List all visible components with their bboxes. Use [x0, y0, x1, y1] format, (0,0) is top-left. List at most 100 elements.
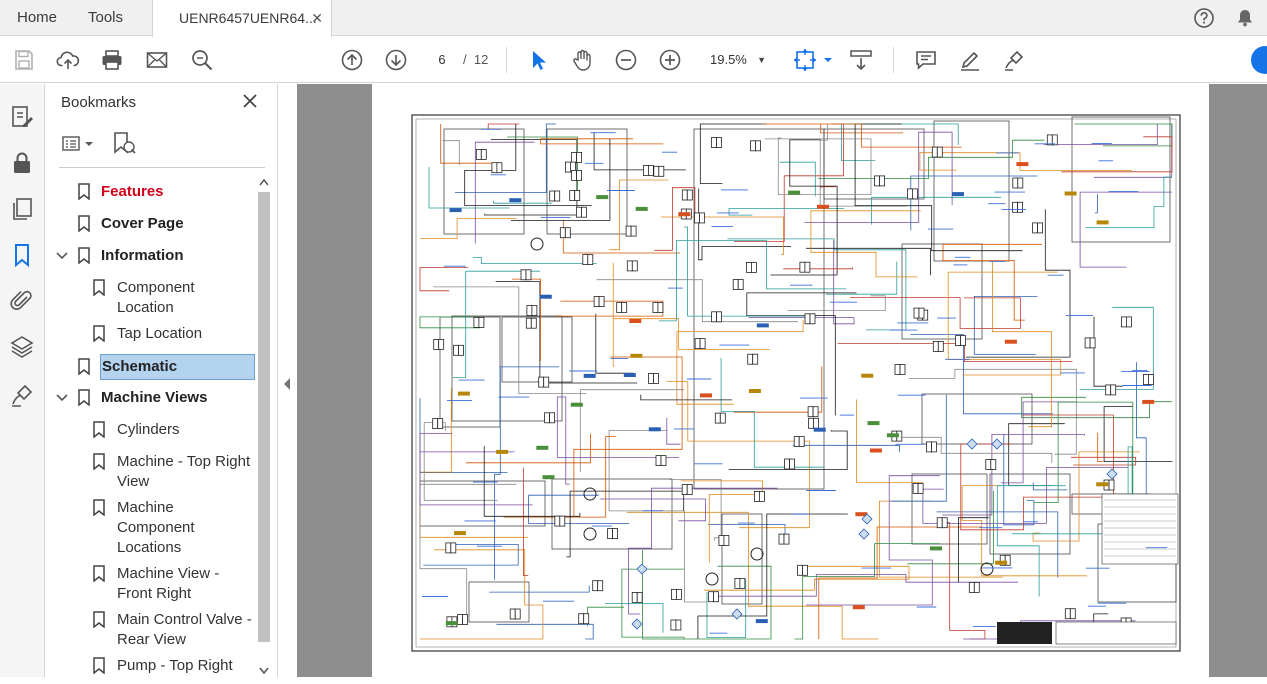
- hydraulic-schematic-image: [411, 114, 1181, 652]
- bookmark-flag-icon: [78, 183, 90, 200]
- zoom-search-icon[interactable]: [190, 48, 214, 72]
- bookmark-flag-icon: [78, 215, 90, 232]
- bookmark-flag-icon: [78, 358, 90, 375]
- left-navigation-rail: [0, 84, 45, 677]
- total-pages: / 12: [463, 47, 488, 73]
- chevron-down-icon[interactable]: [55, 249, 69, 263]
- bookmark-label: Machine View - Front Right: [117, 565, 220, 602]
- attachment-icon[interactable]: [9, 288, 35, 314]
- total-pages-count: 12: [473, 52, 489, 67]
- tab-home[interactable]: Home: [17, 9, 58, 26]
- layers-icon[interactable]: [9, 334, 35, 360]
- bookmark-flag-icon: [93, 453, 105, 470]
- bookmark-flag-icon: [93, 565, 105, 582]
- bookmarks-scrollbar[interactable]: [257, 176, 271, 677]
- bookmark-component-location[interactable]: Component Location: [45, 276, 257, 320]
- add-bookmark-icon[interactable]: [111, 130, 137, 156]
- next-page-icon[interactable]: [384, 48, 408, 72]
- notifications-bell-icon[interactable]: [1234, 7, 1256, 29]
- bookmark-flag-icon: [93, 657, 105, 674]
- bookmark-tap-location[interactable]: Tap Location: [45, 322, 257, 346]
- bookmark-toolbar: [59, 122, 265, 168]
- current-page-input[interactable]: 6: [424, 47, 460, 73]
- bookmark-flag-icon: [78, 389, 90, 406]
- edit-pdf-icon[interactable]: [9, 104, 35, 130]
- bookmark-label: Pump - Top Right: [117, 657, 233, 674]
- tab-document-label: UENR6457UENR64...: [179, 10, 317, 26]
- email-icon[interactable]: [145, 48, 169, 72]
- print-icon[interactable]: [100, 48, 124, 72]
- main-toolbar: 6 / 12 19.5% ▼: [0, 37, 1267, 83]
- zoom-level-select[interactable]: 19.5% ▼: [702, 47, 772, 73]
- scroll-mode-icon[interactable]: [849, 48, 873, 72]
- zoom-value: 19.5%: [710, 52, 747, 67]
- help-icon[interactable]: [1193, 7, 1215, 29]
- bookmark-features[interactable]: Features: [45, 180, 257, 204]
- bookmark-label: Machine Views: [101, 389, 208, 406]
- bookmark-machine-component-locations[interactable]: Machine Component Locations: [45, 496, 257, 560]
- bookmark-machine-view-front-right[interactable]: Machine View - Front Right: [45, 562, 257, 606]
- bookmark-label: Cylinders: [117, 421, 180, 438]
- bookmark-label: Cover Page: [101, 215, 184, 232]
- tab-document[interactable]: UENR6457UENR64... ✕: [152, 0, 332, 37]
- bookmark-label: Machine - Top Right View: [117, 453, 251, 490]
- bookmark-main-control-valve-rear-view[interactable]: Main Control Valve - Rear View: [45, 608, 257, 652]
- bookmark-flag-icon: [93, 499, 105, 516]
- lock-icon[interactable]: [9, 150, 35, 176]
- collapse-panel-icon[interactable]: [280, 372, 294, 396]
- bookmark-label: Component Location: [117, 279, 195, 316]
- bookmark-cylinders[interactable]: Cylinders: [45, 418, 257, 442]
- page-separator: /: [463, 52, 467, 67]
- bookmark-label: Features: [101, 183, 164, 200]
- document-viewer[interactable]: [297, 84, 1267, 684]
- bookmark-flag-icon: [93, 421, 105, 438]
- bookmark-information[interactable]: Information: [45, 244, 257, 268]
- comment-icon[interactable]: [914, 48, 938, 72]
- bookmark-machine-top-right-view[interactable]: Machine - Top Right View: [45, 450, 257, 494]
- bookmark-schematic[interactable]: Schematic: [45, 354, 257, 380]
- toolbar-divider: [893, 47, 894, 73]
- cloud-upload-icon[interactable]: [56, 48, 80, 72]
- fit-options-chevron-icon[interactable]: [816, 48, 832, 72]
- bookmark-tree: Features Cover Page Information Componen…: [45, 176, 257, 677]
- tab-tools[interactable]: Tools: [88, 9, 124, 26]
- bookmarks-panel: Bookmarks Features Cover Page Informatio…: [45, 84, 278, 677]
- bookmark-flag-icon: [93, 325, 105, 342]
- zoom-out-icon[interactable]: [614, 48, 638, 72]
- bookmark-label: Machine Component Locations: [117, 499, 195, 556]
- bookmark-cover-page[interactable]: Cover Page: [45, 212, 257, 236]
- bookmark-flag-icon: [93, 279, 105, 296]
- bookmark-label: Main Control Valve - Rear View: [117, 611, 252, 648]
- toolbar-divider: [506, 47, 507, 73]
- select-arrow-icon[interactable]: [526, 48, 550, 72]
- save-icon[interactable]: [12, 48, 36, 72]
- bookmark-label: Tap Location: [117, 325, 203, 342]
- bookmark-label: Information: [101, 247, 184, 264]
- chevron-down-icon[interactable]: [55, 391, 69, 405]
- tab-bar: Home Tools UENR6457UENR64... ✕: [0, 0, 1267, 37]
- bookmark-icon[interactable]: [9, 242, 35, 268]
- signature-icon[interactable]: [9, 382, 35, 408]
- chevron-down-icon: ▼: [757, 55, 766, 65]
- highlight-pen-icon[interactable]: [958, 48, 982, 72]
- bookmark-label: Schematic: [100, 354, 255, 380]
- fit-page-icon[interactable]: [793, 48, 817, 72]
- sign-icon[interactable]: [1002, 48, 1026, 72]
- scrollbar-thumb[interactable]: [258, 192, 270, 642]
- scroll-down-icon[interactable]: [259, 667, 269, 675]
- zoom-in-icon[interactable]: [658, 48, 682, 72]
- scroll-up-icon[interactable]: [259, 178, 269, 186]
- bookmark-machine-views[interactable]: Machine Views: [45, 386, 257, 410]
- panel-title: Bookmarks: [61, 94, 137, 111]
- pages-icon[interactable]: [9, 196, 35, 222]
- hand-tool-icon[interactable]: [570, 48, 594, 72]
- prev-page-icon[interactable]: [340, 48, 364, 72]
- bookmark-flag-icon: [78, 247, 90, 264]
- pdf-page: [372, 84, 1209, 684]
- bookmark-pump-top-right[interactable]: Pump - Top Right: [45, 654, 257, 677]
- bookmark-flag-icon: [93, 611, 105, 628]
- share-button[interactable]: [1251, 46, 1267, 74]
- close-tab-icon[interactable]: ✕: [311, 10, 323, 26]
- bookmark-options-button[interactable]: [61, 132, 97, 156]
- close-panel-icon[interactable]: [241, 92, 259, 110]
